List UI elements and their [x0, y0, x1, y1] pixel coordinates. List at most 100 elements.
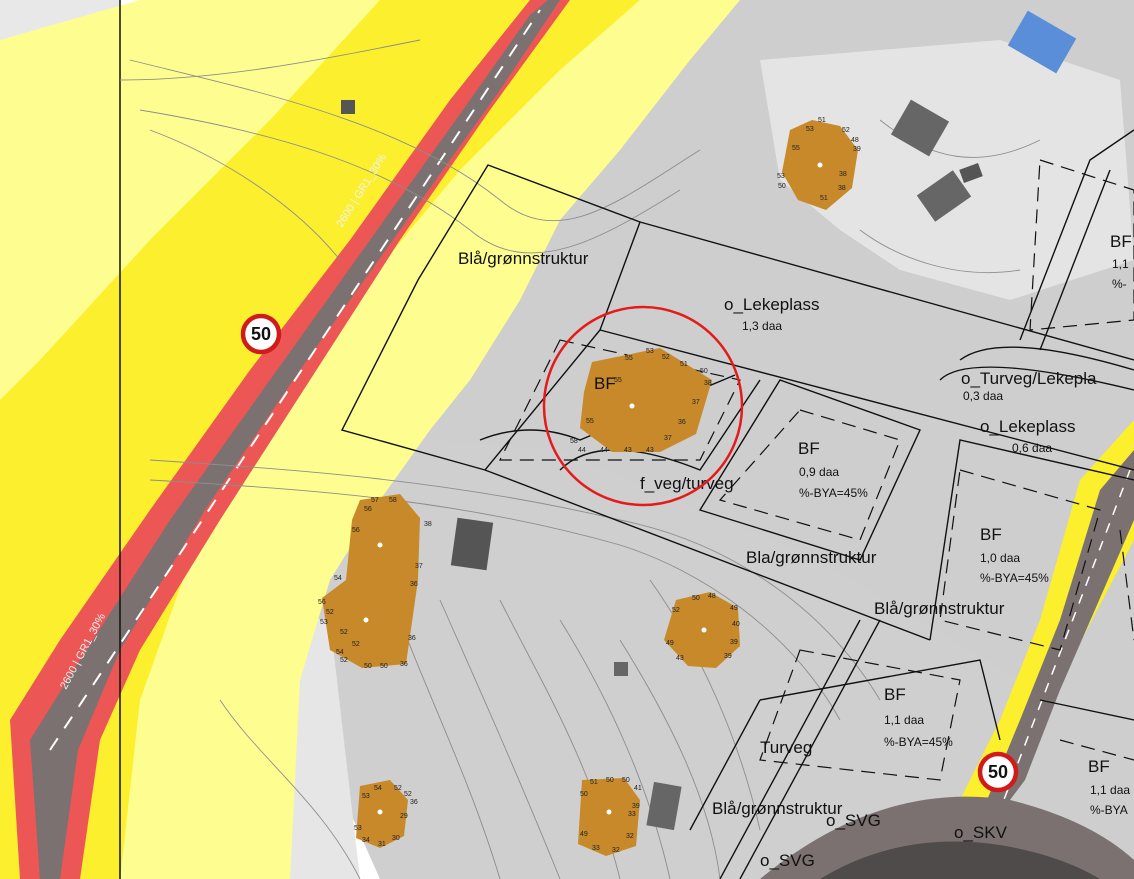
zone-area: 0,3 daa	[963, 389, 1003, 403]
height-label: 39	[724, 653, 732, 660]
zone-label: Blå/grønnstruktur	[712, 799, 843, 818]
zone-label: BF	[980, 525, 1002, 544]
road-centerline	[49, 9, 541, 751]
height-label: 36	[400, 661, 408, 668]
terrain-shade-light	[760, 40, 1134, 300]
height-label: 54	[374, 785, 382, 792]
zone-label: o_SKV	[954, 823, 1008, 842]
height-label: 40	[732, 621, 740, 628]
height-label: 41	[634, 785, 642, 792]
height-label: 52	[662, 354, 670, 361]
height-label: 38	[838, 185, 846, 192]
height-label: 48	[708, 593, 716, 600]
height-label: 43	[646, 447, 654, 454]
building-height-labels: 53 51 52 48 55 39 53 38 50 51 38 55 53 5…	[318, 117, 861, 854]
zone-label: BF	[1110, 232, 1132, 251]
height-label: 31	[378, 841, 386, 848]
height-label: 37	[692, 399, 700, 406]
height-label: 56	[364, 506, 372, 513]
height-label: 57	[371, 497, 379, 504]
house-2	[580, 348, 712, 452]
zone-area: 1,1 daa	[884, 713, 924, 727]
speed-sign: 50	[977, 751, 1019, 793]
height-label: 29	[400, 813, 408, 820]
height-label: 52	[394, 785, 402, 792]
height-label: 53	[362, 793, 370, 800]
house-3	[322, 494, 420, 668]
height-label: 51	[818, 117, 826, 124]
height-label: 52	[326, 609, 334, 616]
side-road-centerline	[999, 469, 1131, 811]
height-label: 58	[389, 497, 397, 504]
height-label: 53	[777, 173, 785, 180]
height-label: 32	[612, 847, 620, 854]
height-label: 55	[614, 377, 622, 384]
zone-area: 1,3 daa	[742, 319, 782, 333]
height-label: 53	[806, 126, 814, 133]
height-label: 33	[592, 845, 600, 852]
height-label: 44	[600, 447, 608, 454]
zone-area: 1,1	[1112, 257, 1129, 271]
height-label: 52	[340, 657, 348, 664]
zone-bya: %-	[1112, 277, 1127, 291]
height-label: 43	[624, 447, 632, 454]
height-label: 36	[410, 799, 418, 806]
height-label: 30	[392, 835, 400, 842]
house-6	[578, 778, 640, 856]
side-road	[985, 450, 1134, 820]
height-label: 43	[676, 655, 684, 662]
height-label: 50	[700, 368, 708, 375]
height-label: 37	[415, 563, 423, 570]
height-label: 38	[704, 380, 712, 387]
zone-label: Turveg	[760, 738, 812, 757]
height-label: 51	[590, 779, 598, 786]
height-label: 51	[820, 195, 828, 202]
zone-area: 1,1 daa	[1090, 783, 1130, 797]
height-label: 53	[320, 619, 328, 626]
height-label: 49	[580, 831, 588, 838]
zone-bya: %-BYA	[1090, 803, 1128, 817]
height-label: 54	[336, 649, 344, 656]
roundabout-inner	[820, 841, 1100, 879]
height-label: 50	[580, 791, 588, 798]
height-label: 48	[851, 137, 859, 144]
zone-area: 0,6 daa	[1012, 441, 1052, 455]
outbuildings	[341, 10, 1077, 831]
height-label: 55	[586, 418, 594, 425]
height-label: 38	[839, 171, 847, 178]
zone-label: f_veg/turveg	[640, 474, 734, 493]
height-label: 34	[362, 837, 370, 844]
height-label: 52	[352, 641, 360, 648]
height-label: 53	[354, 825, 362, 832]
new-buildings	[322, 120, 858, 856]
zone-label: Blå/grønnstruktur	[458, 249, 589, 268]
zone-label: BF	[594, 374, 616, 393]
zone-label: o_SVG	[760, 851, 815, 870]
highlight-circle	[542, 305, 744, 507]
height-label: 52	[672, 607, 680, 614]
height-label: 37	[664, 435, 672, 442]
height-label: 36	[678, 419, 686, 426]
height-label: 50	[380, 663, 388, 670]
zone-area: 0,9 daa	[799, 465, 839, 479]
zone-area: 1,0 daa	[980, 551, 1020, 565]
height-label: 49	[730, 605, 738, 612]
zone-label: Bla/grønnstruktur	[746, 548, 877, 567]
height-label: 39	[632, 803, 640, 810]
height-label: 33	[628, 811, 636, 818]
house-5	[356, 780, 408, 848]
height-label: 49	[666, 640, 674, 647]
height-label: 39	[730, 639, 738, 646]
height-label: 38	[424, 521, 432, 528]
height-label: 54	[334, 575, 342, 582]
height-label: 56	[318, 599, 326, 606]
height-label: 44	[578, 447, 586, 454]
height-label: 52	[404, 791, 412, 798]
zone-bya: %-BYA=45%	[884, 735, 953, 749]
zone-label: BF	[798, 439, 820, 458]
zone-label: BF	[1088, 757, 1110, 776]
height-label: 51	[680, 361, 688, 368]
svg-text:50: 50	[988, 762, 1008, 782]
zone-label: o_Lekeplass	[724, 295, 819, 314]
